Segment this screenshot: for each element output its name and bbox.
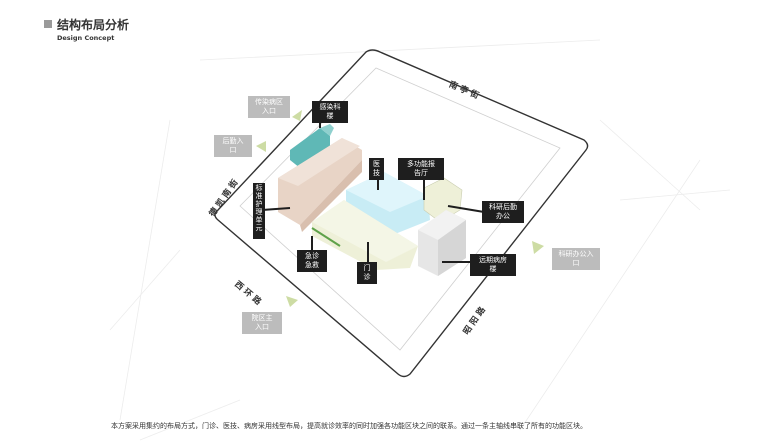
- building-outpatient: [311, 200, 418, 270]
- page-subtitle: Design Concept: [57, 34, 115, 42]
- label-research-entry: 科研办公入 口: [552, 248, 600, 270]
- label-emergency: 急诊 急救: [297, 250, 327, 272]
- label-main-entry: 院区主 入口: [242, 312, 282, 334]
- page-title: 结构布局分析: [57, 18, 130, 32]
- label-logistics-entry: 后勤入 口: [214, 135, 252, 157]
- entry-arrow-research: [532, 241, 544, 254]
- context-lines: [109, 39, 731, 441]
- site-boundary: [214, 49, 589, 378]
- label-hall: 多功能报 告厅: [398, 158, 444, 180]
- label-infectious: 感染科 楼: [312, 101, 348, 123]
- description-text: 本方案采用集约的布局方式，门诊、医技、病房采用线型布局，提高就诊效率的同时加强各…: [111, 422, 587, 430]
- label-nursing: 标 准 护 理 单 元: [253, 183, 265, 239]
- entry-arrow-logistics: [256, 141, 266, 152]
- label-medtech: 医 技: [369, 158, 384, 180]
- entry-arrow-infectious: [292, 110, 302, 121]
- label-ward: 远期病房 楼: [470, 254, 516, 276]
- entry-arrow-main: [286, 296, 298, 307]
- header-square-icon: [44, 20, 52, 28]
- building-nursing: [278, 138, 362, 232]
- label-research: 科研后勤 办公: [482, 201, 524, 223]
- building-hall: [423, 177, 463, 223]
- label-outpatient: 门 诊: [357, 262, 377, 284]
- label-infectious-entry: 传染病区 入口: [248, 96, 290, 118]
